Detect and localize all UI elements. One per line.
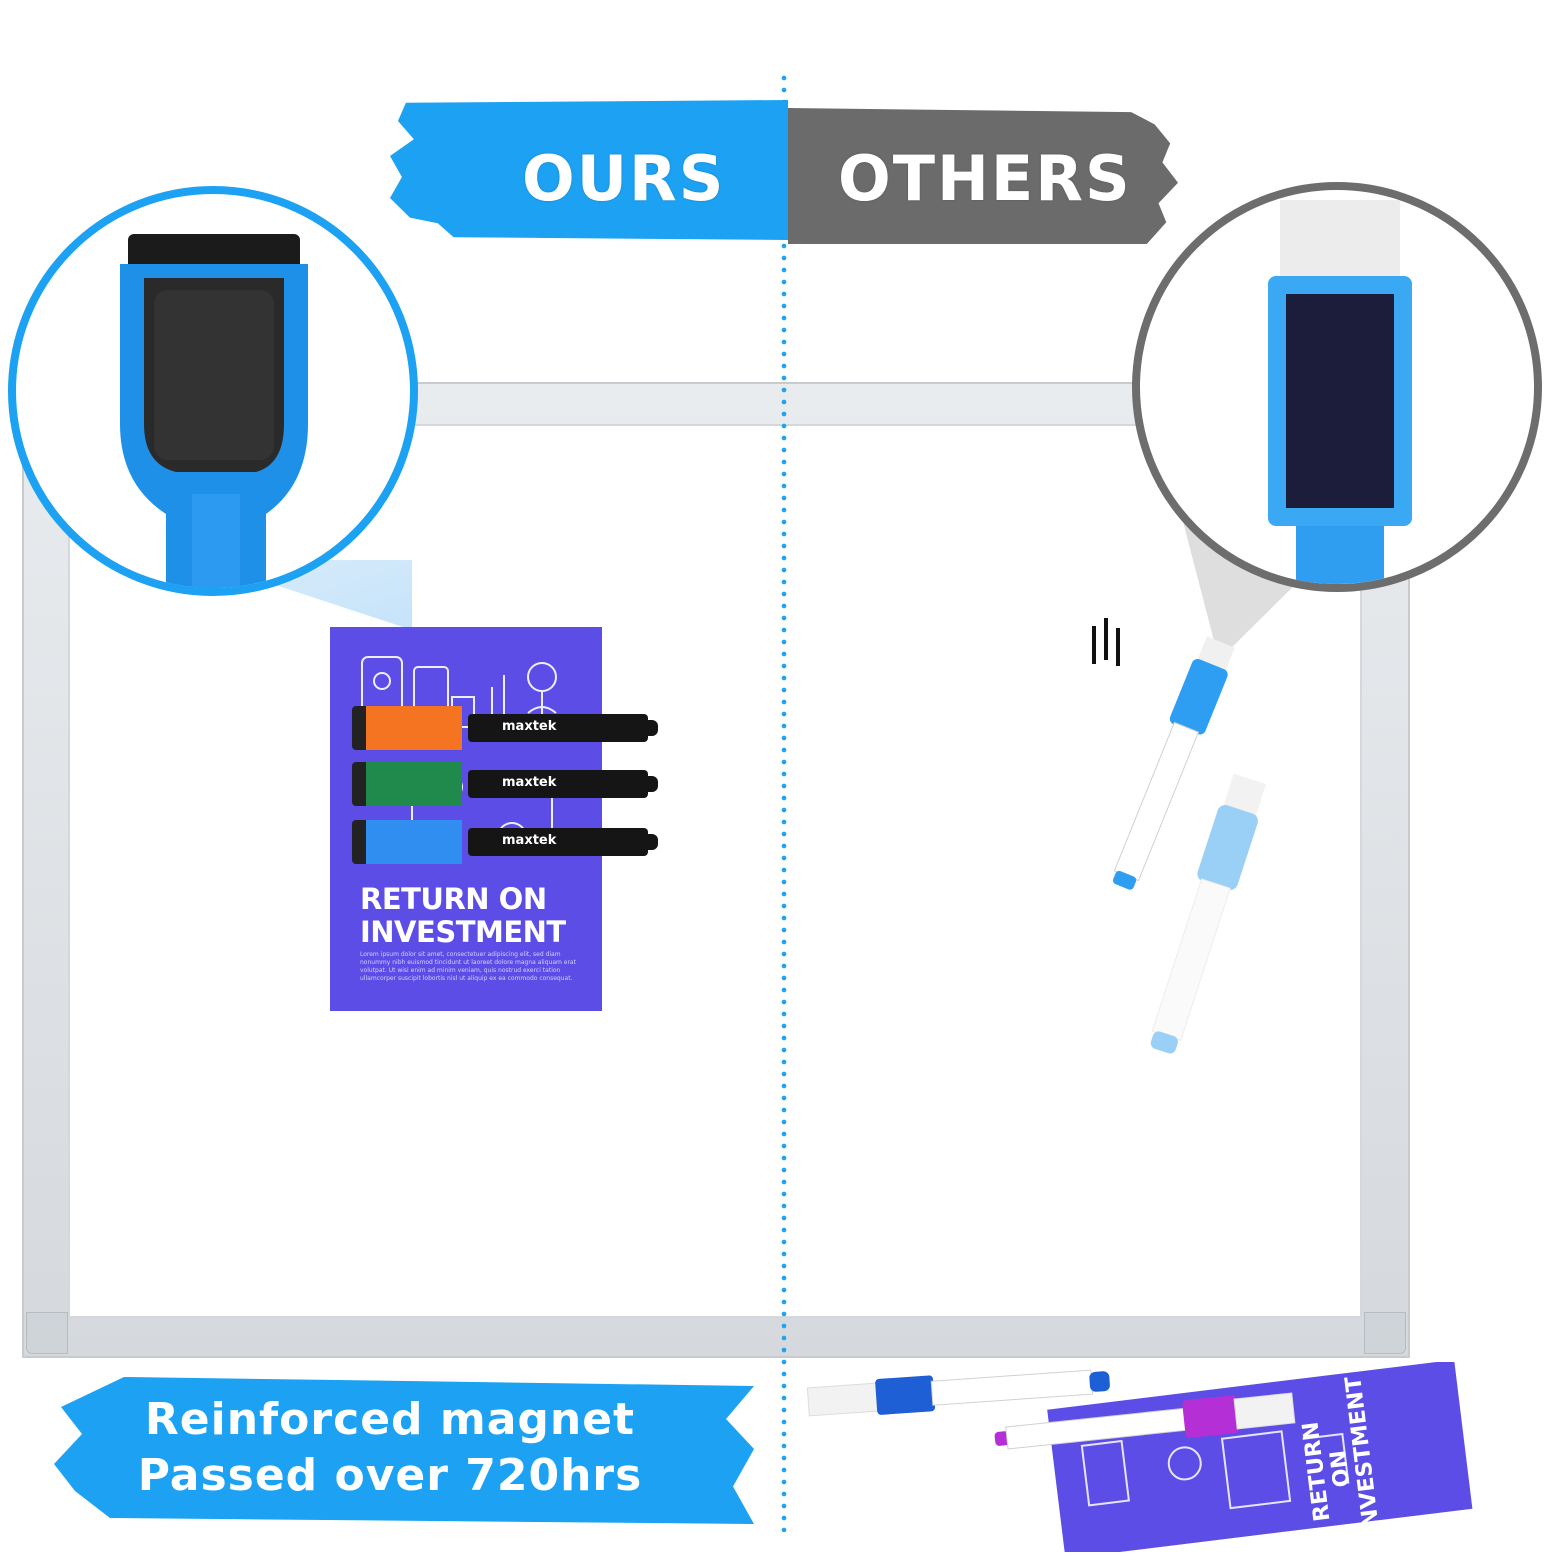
poster-title-line2: INVESTMENT: [360, 915, 566, 949]
marker-green: maxtek: [352, 762, 658, 806]
marker-barrel: [468, 770, 648, 798]
claim-banner: [54, 1377, 754, 1524]
marker-brand: maxtek: [502, 719, 557, 734]
zoom-circle-others: [1132, 182, 1542, 592]
label-others: OTHERS: [838, 142, 1132, 215]
claim-line1: Reinforced magnet: [144, 1394, 636, 1445]
eraser-felt: [352, 820, 366, 864]
zoom-circle-ours: [8, 186, 418, 596]
poster-title-line1: RETURN ON: [360, 882, 547, 916]
falling-markers-icon: [1092, 618, 1267, 1054]
frame-corner-bottom-left: [26, 1312, 68, 1354]
marker-brand: maxtek: [502, 775, 557, 790]
claim-line2: Passed over 720hrs: [137, 1450, 643, 1501]
poster-body-text: Lorem ipsum dolor sit amet, consectetuer…: [360, 951, 576, 982]
marker-brand: maxtek: [502, 833, 557, 848]
marker-barrel: [468, 828, 648, 856]
claim-text: Reinforced magnet Passed over 720hrs: [90, 1392, 690, 1504]
poster-return-on-investment: RETURN ON INVESTMENT Lorem ipsum dolor s…: [330, 627, 602, 1011]
marker-blue: maxtek: [352, 820, 658, 864]
label-ours: OURS: [522, 142, 726, 215]
comparison-divider: [781, 72, 787, 1532]
banner-ours: [390, 100, 788, 240]
marker-cap: [352, 762, 462, 806]
marker-cap: [352, 706, 462, 750]
marker-orange: maxtek: [352, 706, 658, 750]
poster-title: RETURN ON INVESTMENT: [360, 883, 566, 949]
eraser-felt: [352, 706, 366, 750]
marker-cap: [352, 820, 462, 864]
magnet-eraser-closeup-icon: [120, 234, 308, 588]
basic-eraser-closeup-icon: [1268, 200, 1412, 584]
marker-tip: [646, 720, 658, 736]
frame-corner-bottom-right: [1364, 1312, 1406, 1354]
loose-markers-and-poster-icon: [806, 1362, 1473, 1552]
eraser-felt: [352, 762, 366, 806]
marker-barrel: [468, 714, 648, 742]
banner-others: [788, 108, 1178, 244]
marker-tip: [646, 776, 658, 792]
tilted-poster-title: RETURN ON INVESTMENT: [1297, 1375, 1443, 1543]
marker-tip: [646, 834, 658, 850]
